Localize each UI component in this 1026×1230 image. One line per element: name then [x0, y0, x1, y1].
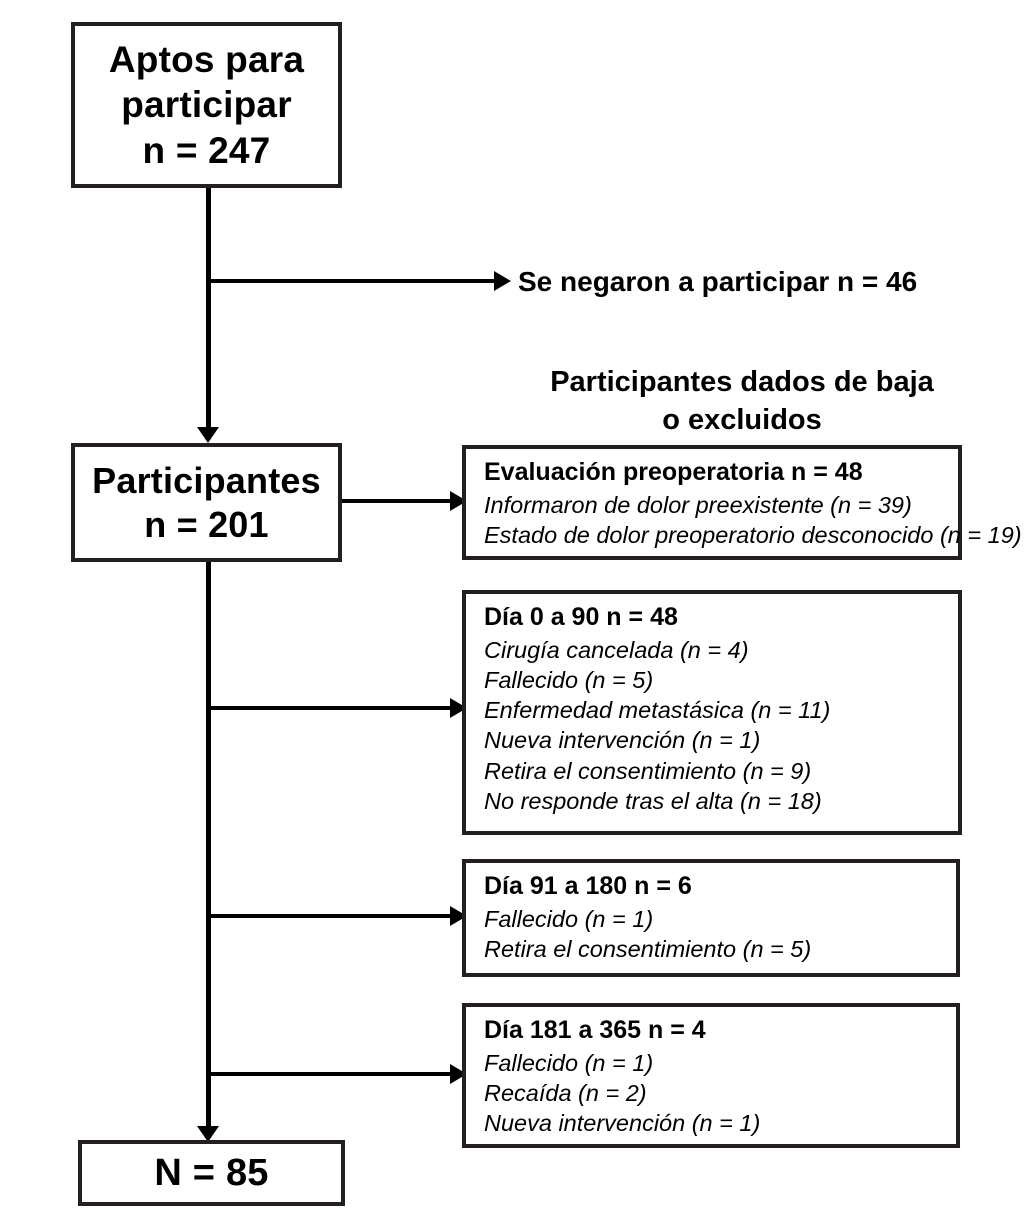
connector-exclusion-1	[342, 499, 465, 503]
exclusion-box-day-91-180: Día 91 a 180 n = 6 Fallecido (n = 1) Ret…	[462, 859, 960, 977]
exclusion-box-item: Nueva intervención (n = 1)	[484, 727, 761, 754]
node-eligible-line-2: participar	[121, 84, 292, 126]
node-participants-line-1: Participantes	[92, 459, 321, 501]
exclusions-header-line-2: o excluidos	[662, 403, 822, 436]
exclusion-box-item: No responde tras el alta (n = 18)	[484, 788, 822, 815]
node-eligible: Aptos para participar n = 247	[71, 22, 342, 188]
exclusion-box-item: Enfermedad metastásica (n = 11)	[484, 697, 831, 724]
connector-exclusion-2	[206, 706, 465, 710]
exclusion-box-title: Evaluación preoperatoria n = 48	[484, 458, 863, 486]
exclusion-box-item: Retira el consentimiento (n = 9)	[484, 757, 812, 784]
node-final-sample: N = 85	[78, 1140, 345, 1206]
exclusion-box-item: Fallecido (n = 5)	[484, 666, 654, 693]
exclusion-box-item: Retira el consentimiento (n = 5)	[484, 935, 812, 962]
exclusion-box-item: Fallecido (n = 1)	[484, 905, 654, 932]
node-eligible-line-3: n = 247	[142, 129, 271, 171]
exclusion-box-title: Día 0 a 90 n = 48	[484, 603, 678, 631]
connector-participants-to-final	[206, 562, 211, 1137]
exclusion-box-item: Nueva intervención (n = 1)	[484, 1110, 761, 1137]
connector-exclusion-3	[206, 914, 465, 918]
exclusion-box-title: Día 91 a 180 n = 6	[484, 872, 692, 900]
exclusion-box-day-0-90: Día 0 a 90 n = 48 Cirugía cancelada (n =…	[462, 590, 962, 835]
connector-exclusion-4	[206, 1072, 465, 1076]
node-participants-line-2: n = 201	[144, 503, 269, 545]
exclusion-box-item: Fallecido (n = 1)	[484, 1049, 654, 1076]
exclusions-header-line-1: Participantes dados de baja	[550, 366, 934, 398]
exclusion-box-item: Informaron de dolor preexistente (n = 39…	[484, 491, 912, 518]
arrowhead-into-participants	[197, 427, 219, 443]
exclusion-box-item: Cirugía cancelada (n = 4)	[484, 636, 749, 663]
exclusion-box-day-181-365: Día 181 a 365 n = 4 Fallecido (n = 1) Re…	[462, 1003, 960, 1148]
exclusion-box-item: Recaída (n = 2)	[484, 1079, 647, 1106]
exclusion-box-item: Estado de dolor preoperatorio desconocid…	[484, 521, 1022, 548]
arrowhead-into-final	[197, 1126, 219, 1142]
node-eligible-line-1: Aptos para	[108, 39, 305, 81]
connector-refused-branch	[206, 279, 501, 283]
node-final-line-1: N = 85	[154, 1151, 269, 1194]
arrowhead-refused	[494, 271, 511, 291]
node-participants: Participantes n = 201	[71, 443, 342, 562]
label-refused: Se negaron a participar n = 46	[518, 266, 918, 297]
exclusion-box-preoperative: Evaluación preoperatoria n = 48 Informar…	[462, 445, 1022, 560]
exclusions-header: Participantes dados de baja o excluidos	[516, 364, 968, 439]
connector-eligible-to-participants	[206, 188, 211, 431]
exclusion-box-title: Día 181 a 365 n = 4	[484, 1016, 706, 1044]
